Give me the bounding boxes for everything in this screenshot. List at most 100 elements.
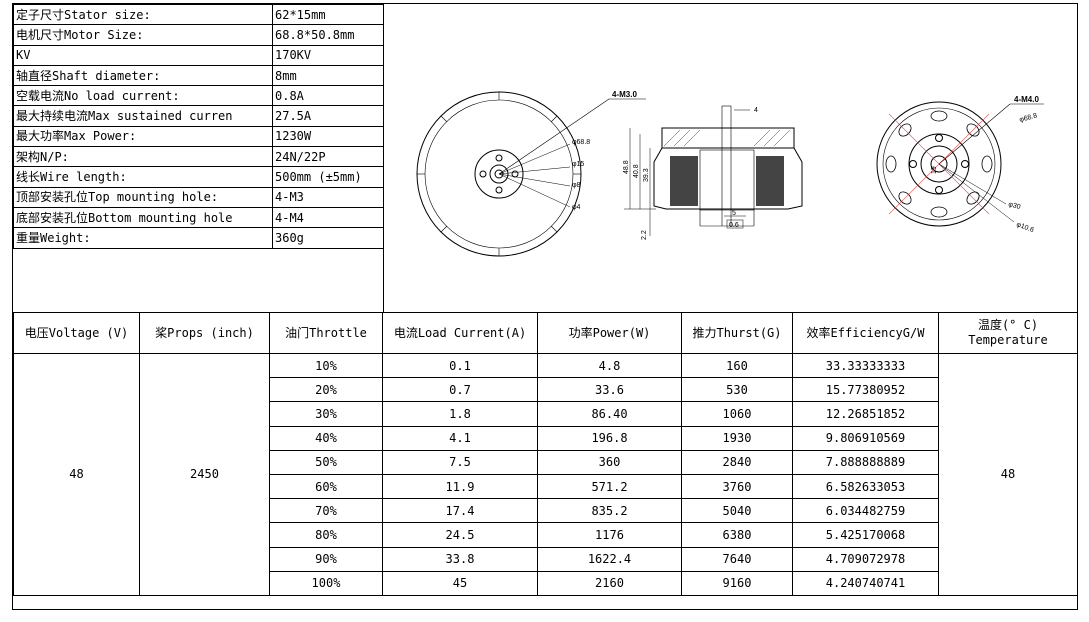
dim-5: 5 <box>732 210 736 217</box>
spec-label: KV <box>13 44 273 66</box>
spec-value: 62*15mm <box>272 3 384 26</box>
side-hatching <box>663 129 791 147</box>
cell-power: 33.6 <box>537 377 682 403</box>
cell-power: 4.8 <box>537 352 682 379</box>
dim-d8: φ8 <box>572 182 581 189</box>
front-ring-ticks <box>417 92 581 256</box>
dim-40-8: 40.8 <box>633 164 640 178</box>
spec-label: 最大功率Max Power: <box>13 125 273 148</box>
cell-efficiency: 4.709072978 <box>792 546 939 572</box>
cell-current: 24.5 <box>382 522 538 548</box>
leader-d68 <box>498 143 571 175</box>
spec-row: 空载电流No load current:0.8A <box>13 85 384 107</box>
dim-box <box>726 219 744 229</box>
cell-thrust: 1060 <box>681 401 793 427</box>
dim-2-2: 2.2 <box>641 230 648 240</box>
spec-value: 24N/22P <box>272 146 384 168</box>
cell-throttle: 80% <box>269 522 383 548</box>
spec-value: 170KV <box>272 44 384 66</box>
dim-d15: φ15 <box>572 161 584 168</box>
cell-thrust: 530 <box>681 377 793 403</box>
dim-19: 19 <box>931 166 938 174</box>
cell-thrust: 6380 <box>681 522 793 548</box>
dim-d4: φ4 <box>572 204 581 211</box>
spec-value: 500mm (±5mm) <box>272 166 384 188</box>
spec-value: 1230W <box>272 125 384 148</box>
cell-current: 7.5 <box>382 449 538 475</box>
cell-power: 196.8 <box>537 425 682 451</box>
cell-thrust: 1930 <box>681 425 793 451</box>
front-mount-hole <box>495 154 503 162</box>
cell-thrust: 9160 <box>681 570 793 596</box>
cell-props: 2450 <box>139 353 270 596</box>
side-view <box>624 105 803 236</box>
motor-drawing: 4-M3.0 φ68.8 φ15 φ8 φ4 <box>383 4 1077 312</box>
header-props: 桨Props (inch) <box>139 312 270 354</box>
header-power: 功率Power(W) <box>537 312 682 354</box>
cell-current: 11.9 <box>382 473 538 500</box>
spec-label: 空载电流No load current: <box>13 85 273 107</box>
cell-efficiency: 33.33333333 <box>792 352 939 379</box>
spec-value: 8mm <box>272 64 384 87</box>
spec-row: 最大功率Max Power:1230W <box>13 125 384 148</box>
cell-temperature: 48 <box>938 353 1078 596</box>
cell-power: 1622.4 <box>537 546 682 572</box>
side-bell <box>653 162 803 210</box>
bottom-hub-inner <box>920 145 958 183</box>
spec-label: 重量Weight: <box>13 227 273 249</box>
dim-bottom-d68: φ68.8 <box>1019 112 1038 123</box>
leader-top-holes <box>498 98 610 175</box>
cell-efficiency: 9.806910569 <box>792 425 939 451</box>
cell-current: 45 <box>382 570 538 596</box>
cell-throttle: 70% <box>269 498 383 524</box>
bottom-mount-hole <box>935 134 943 142</box>
bottom-mount-hole <box>961 160 969 168</box>
cell-throttle: 20% <box>269 377 383 403</box>
spec-row: 顶部安装孔位Top mounting hole:4-M3 <box>13 186 384 208</box>
bottom-shaft <box>930 155 948 173</box>
front-shaft-boss <box>489 164 509 184</box>
cell-efficiency: 7.888888889 <box>792 449 939 475</box>
bottom-mount-hole <box>935 186 943 194</box>
performance-table: 电压Voltage (V) 桨Props (inch) 油门Throttle 电… <box>13 312 1078 596</box>
header-efficiency: 效率EfficiencyG/W <box>792 312 939 354</box>
spec-label: 顶部安装孔位Top mounting hole: <box>13 186 273 208</box>
header-temperature-line1: 温度(° C) <box>977 318 1039 332</box>
front-view <box>416 91 646 257</box>
table-row: 48 2450 10% 0.1 4.8 160 33.33333333 48 <box>13 352 1078 596</box>
bottom-mount-hole <box>909 160 917 168</box>
cell-power: 571.2 <box>537 473 682 500</box>
side-cap-edge <box>793 147 803 163</box>
spec-label: 底部安装孔位Bottom mounting hole <box>13 206 273 229</box>
spec-row: 定子尺寸Stator size:62*15mm <box>13 3 384 26</box>
cell-thrust: 2840 <box>681 449 793 475</box>
dim-48-8: 48.8 <box>623 160 630 174</box>
cell-power: 2160 <box>537 570 682 596</box>
leader-d8 <box>498 173 571 187</box>
cell-throttle: 10% <box>269 352 383 379</box>
cell-efficiency: 12.26851852 <box>792 401 939 427</box>
header-temperature: 温度(° C)Temperature <box>938 312 1078 354</box>
leader-d15 <box>498 166 571 175</box>
perf-header-row: 电压Voltage (V) 桨Props (inch) 油门Throttle 电… <box>13 312 1078 354</box>
dim-d68: φ68.8 <box>572 139 590 146</box>
spec-row: 重量Weight:360g <box>13 227 384 249</box>
cell-efficiency: 6.034482759 <box>792 498 939 524</box>
spec-value: 4-M4 <box>272 206 384 229</box>
spec-label: 线长Wire length: <box>13 166 273 188</box>
spec-label: 最大持续电流Max sustained curren <box>13 105 273 127</box>
cell-current: 33.8 <box>382 546 538 572</box>
cell-thrust: 160 <box>681 352 793 379</box>
side-cap-edge <box>653 147 663 163</box>
cell-efficiency: 15.77380952 <box>792 377 939 403</box>
cell-current: 0.1 <box>382 352 538 379</box>
spec-label: 定子尺寸Stator size: <box>13 3 273 26</box>
cell-efficiency: 5.425170068 <box>792 522 939 548</box>
header-voltage: 电压Voltage (V) <box>13 312 140 354</box>
